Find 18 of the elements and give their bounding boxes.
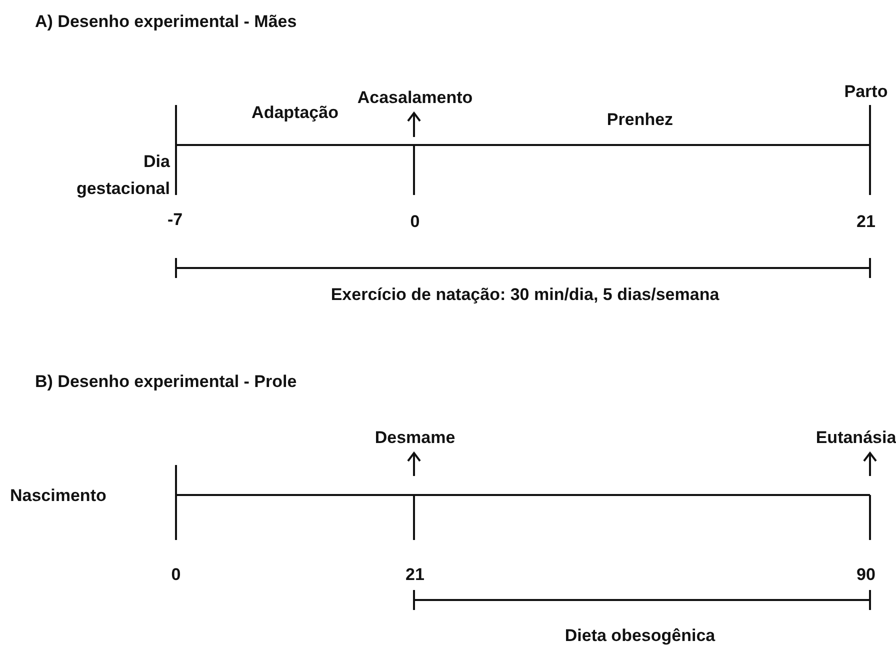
panel-heading: B) Desenho experimental - Prole <box>35 372 297 392</box>
period-label: Prenhez <box>606 110 674 130</box>
event-label: Acasalamento <box>357 88 473 108</box>
bracket-label: Exercício de natação: 30 min/dia, 5 dias/semana <box>330 285 720 305</box>
day-number: 21 <box>856 212 876 232</box>
day-number: 90 <box>856 565 876 585</box>
panel-heading: A) Desenho experimental - Mães <box>35 12 297 32</box>
day-number: -7 <box>167 210 183 230</box>
day-number: 0 <box>171 565 181 585</box>
event-label: Desmame <box>374 428 456 448</box>
event-label: Parto <box>844 82 888 102</box>
period-label: Adaptação <box>252 103 338 123</box>
event-label: Eutanásia <box>816 428 896 448</box>
axis-label: Nascimento <box>10 486 106 506</box>
axis-label: Dia gestacional <box>75 151 170 200</box>
bracket-label: Dieta obesogênica <box>564 626 716 646</box>
day-number: 0 <box>410 212 420 232</box>
day-number: 21 <box>406 565 424 585</box>
